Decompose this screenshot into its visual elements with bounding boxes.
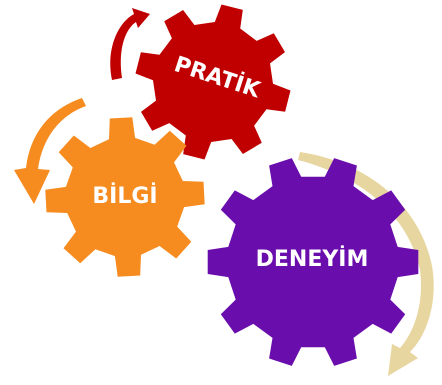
gear-deneyim-shape [207,158,419,366]
gear-pratik: PRATİK [135,4,291,160]
gear-bilgi: BİLGİ [45,117,205,277]
gear-bilgi-shape [45,117,205,277]
gear-deneyim-label: DENEYİM [256,246,369,272]
pratik-arrow-body [110,8,150,80]
pratik-cycle-arrow [110,8,150,80]
gear-bilgi-label: BİLGİ [92,183,157,209]
bilgi-arrow-body [14,98,86,204]
gear-pratik-shape [135,4,291,160]
gear-deneyim: DENEYİM [207,158,419,366]
bilgi-cycle-arrow [14,98,86,204]
